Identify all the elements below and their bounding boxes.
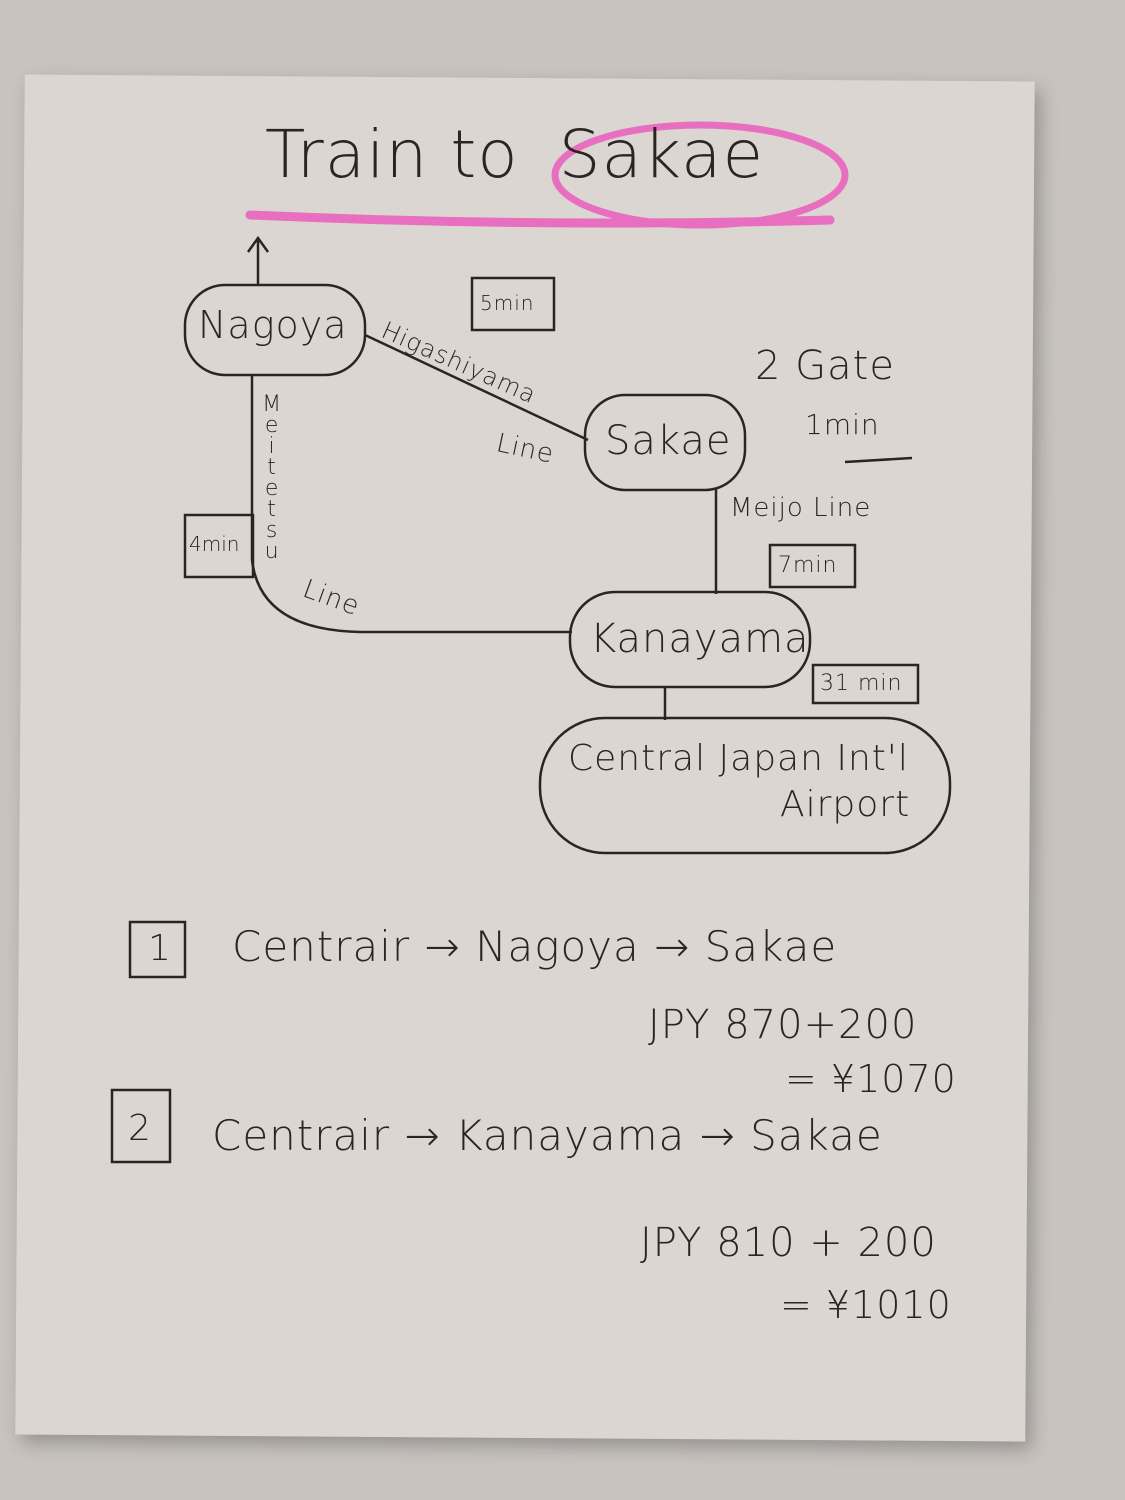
time-box-7min [768, 543, 857, 589]
time-box-4min [183, 513, 255, 579]
title-highlight: Sakae [558, 116, 765, 193]
route-2-number: 2 [128, 1108, 152, 1149]
route-1-path: Centrair → Nagoya → Sakae [232, 922, 838, 971]
station-kanayama: Kanayama [590, 616, 810, 662]
route-2-box [110, 1088, 172, 1164]
meitetsu-line [250, 375, 572, 634]
title-text: Train to Sakae [265, 120, 764, 189]
station-airport-line1: Central Japan Int'l [568, 738, 909, 779]
airport-node [538, 716, 952, 855]
nagoya-node [183, 283, 367, 377]
time-31min: 31 min [820, 671, 903, 696]
time-box-31min [811, 663, 920, 705]
route-2-path: Centrair → Kanayama → Sakae [212, 1111, 883, 1160]
route-1-box [128, 920, 187, 979]
time-7min: 7min [778, 553, 838, 578]
time-4min: 4min [189, 532, 240, 556]
station-airport-line2: Airport [780, 784, 911, 825]
route-1-fare: JPY 870+200 [648, 1002, 918, 1048]
higashiyama-line [364, 333, 589, 442]
time-5min: 5min [480, 291, 535, 315]
station-sakae: Sakae [605, 418, 732, 464]
title-circle [551, 121, 849, 229]
sakae-node [583, 393, 747, 492]
kanayama-node [568, 590, 812, 689]
route-1-total: = ¥1070 [785, 1057, 957, 1101]
note-gate: 2 Gate [755, 343, 895, 389]
note-time: 1min [805, 408, 880, 441]
route-2-fare: JPY 810 + 200 [640, 1220, 937, 1266]
title-prefix: Train to [265, 116, 519, 193]
route-2-total: = ¥1010 [780, 1283, 952, 1327]
line-label-meijo: Meijo Line [730, 493, 872, 523]
route-1-number: 1 [148, 928, 172, 969]
line-label-meitetsu: Meitetsu [259, 392, 285, 560]
time-box-5min [470, 276, 556, 332]
station-nagoya: Nagoya [198, 303, 348, 347]
up-arrow-icon [246, 235, 270, 285]
note-underline [844, 456, 913, 464]
